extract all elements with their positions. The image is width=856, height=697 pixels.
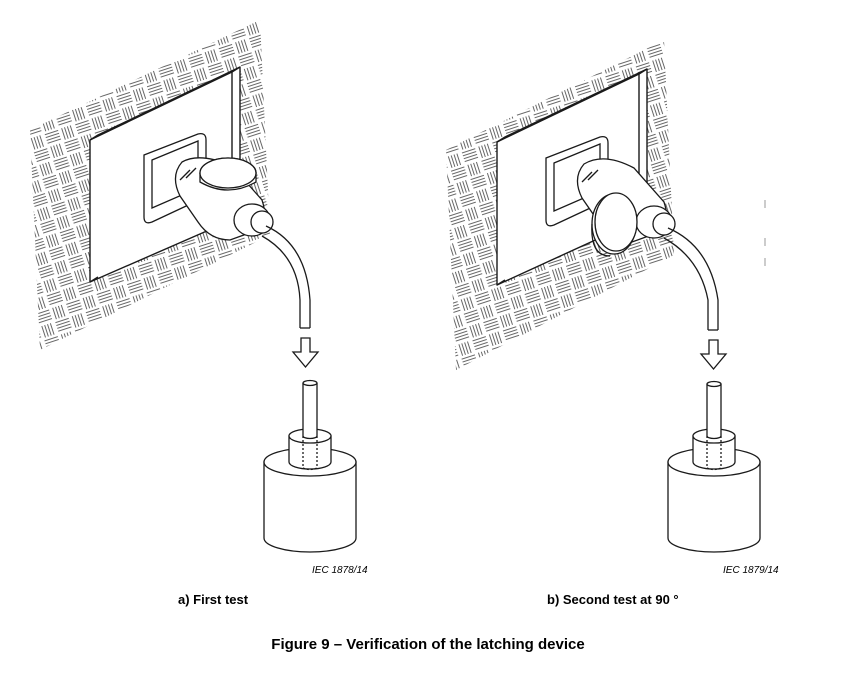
panel-second-test: IEC 1879/14 b) Second test at 90 °: [428, 0, 856, 607]
panel-first-test: IEC 1878/14 a) First test: [0, 0, 428, 607]
figure-caption: Figure 9 – Verification of the latching …: [271, 636, 585, 653]
test-weight: [667, 380, 761, 553]
edge-marks: [764, 200, 766, 266]
first-test-illustration: [30, 20, 357, 553]
subfigure-caption: b) Second test at 90 °: [547, 592, 679, 607]
test-weight: [263, 379, 357, 553]
down-arrow-icon: [291, 337, 320, 369]
cable: [663, 227, 719, 331]
latch-button: [591, 192, 638, 257]
latch-button: [199, 157, 257, 191]
cable: [261, 225, 311, 329]
figure-ref-code: IEC 1879/14: [723, 565, 779, 576]
figure-ref-code: IEC 1878/14: [312, 565, 368, 576]
down-arrow-icon: [699, 339, 728, 371]
second-test-illustration: [446, 40, 761, 553]
subfigure-caption: a) First test: [178, 592, 249, 607]
